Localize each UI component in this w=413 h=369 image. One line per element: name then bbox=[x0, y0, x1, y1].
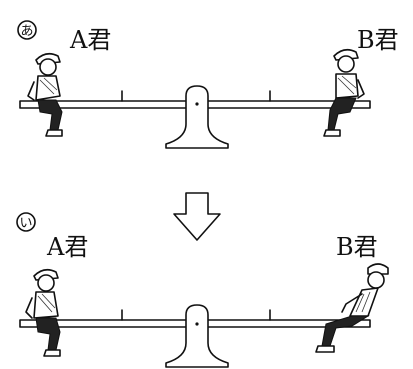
person-a-top bbox=[27, 52, 63, 137]
label-b-kun-bottom: B君 bbox=[336, 233, 378, 261]
seesaw-bottom bbox=[19, 304, 371, 368]
scene-top-marker-text: あ bbox=[20, 24, 33, 39]
down-arrow-icon bbox=[173, 192, 221, 241]
scene-marker-i: い bbox=[16, 212, 36, 232]
fulcrum-top bbox=[165, 85, 229, 149]
scene-marker-a: あ bbox=[17, 20, 37, 40]
scene-bottom: い A君 B君 bbox=[16, 212, 389, 368]
person-a-bottom bbox=[25, 268, 61, 357]
label-b-kun-top: B君 bbox=[357, 26, 399, 54]
label-a-kun-top: A君 bbox=[69, 26, 111, 54]
scene-bottom-marker-text: い bbox=[19, 216, 32, 231]
seesaw-top bbox=[19, 85, 371, 149]
person-b-bottom bbox=[315, 263, 389, 353]
label-a-kun-bottom: A君 bbox=[46, 233, 88, 261]
person-b-top bbox=[323, 48, 365, 137]
fulcrum-bottom bbox=[165, 304, 229, 368]
pivot-dot-bottom bbox=[195, 322, 199, 326]
pivot-dot-top bbox=[195, 102, 199, 106]
scene-top: あ A君 B君 bbox=[17, 20, 399, 149]
